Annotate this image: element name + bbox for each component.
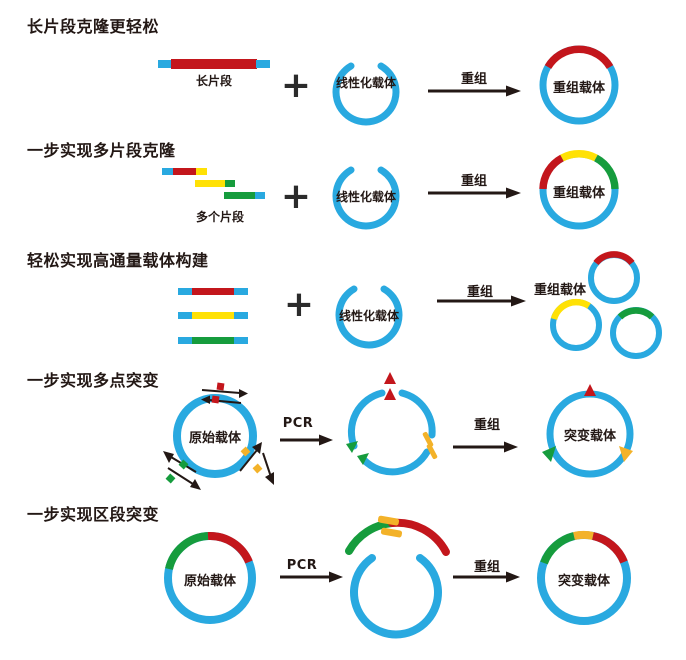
section-title-long-fragment: 长片段克隆更轻松 [27, 17, 160, 36]
arrowhead-icon [506, 571, 520, 583]
linearized-vector-label: 线性化载体 [335, 76, 396, 90]
insert-yellow-arc [560, 149, 598, 162]
original-vector-icon [164, 531, 256, 624]
mutation-marker-orange [619, 446, 633, 462]
linearized-vector-label: 线性化载体 [338, 309, 399, 323]
arrowhead-icon [504, 441, 518, 453]
fragment-bar-red [162, 168, 207, 175]
recombinant-vector-green-icon [610, 307, 662, 359]
arrowhead-icon [319, 434, 333, 446]
primer-pair-green [163, 451, 201, 490]
fragment-label: 长片段 [195, 74, 232, 88]
mutation-overlap-orange [377, 515, 400, 526]
row5-shapes [164, 515, 631, 639]
row2-shapes [332, 149, 619, 230]
arrowhead-icon [265, 472, 274, 485]
plus-sign: + [283, 284, 315, 325]
insert-red-arc [593, 251, 635, 266]
primer-pair-orange [239, 442, 274, 485]
insert-green-arc [594, 154, 619, 190]
section-title-region-mutation: 一步实现区段突变 [27, 505, 160, 524]
recombinant-vector-label: 重组载体 [552, 81, 605, 96]
fragment-bar-yellow [195, 180, 235, 187]
opened-vector-arc [350, 554, 442, 639]
region-red-arc [388, 518, 450, 556]
recombination-label: 重组 [473, 560, 500, 575]
plus-sign: + [280, 176, 312, 217]
row1-shapes [332, 45, 619, 126]
mutation-marker-orange [422, 431, 434, 448]
mutation-marker-red [584, 384, 596, 396]
mutation-overlap-orange [380, 527, 403, 538]
row3-shapes [335, 251, 662, 359]
arrowhead-icon [239, 389, 248, 398]
mutation-site-orange [240, 446, 251, 457]
arrowhead-icon [329, 571, 343, 583]
recombinant-vector-label: 重组载体 [533, 283, 586, 298]
pcr-fragments-icon [345, 515, 450, 639]
region-red-arc [591, 532, 628, 564]
region-green-arc [345, 519, 396, 555]
section-title-high-throughput: 轻松实现高通量载体构建 [27, 251, 209, 270]
insert-red-arc [539, 154, 564, 190]
arrowhead-icon [163, 451, 174, 463]
arrowhead-icon [252, 442, 262, 454]
original-vector-label: 原始载体 [183, 574, 236, 589]
insert-yellow-arc [550, 298, 591, 321]
arrowhead-icon [506, 187, 521, 199]
region-orange-arc [573, 530, 594, 540]
insert-green-arc [617, 307, 655, 320]
mutation-marker-green [346, 441, 358, 453]
mutation-marker-green [542, 446, 556, 462]
region-red-arc [207, 531, 253, 564]
arrowhead-icon [506, 85, 521, 97]
primer-pair-red [201, 382, 248, 404]
mutation-site-red [211, 395, 220, 404]
arrowhead-icon [511, 295, 526, 307]
section-title-multi-fragment: 一步实现多片段克隆 [27, 141, 176, 160]
region-green-arc [540, 532, 576, 565]
fragment-bar-green [178, 337, 248, 344]
mutation-site-green [165, 473, 176, 484]
linearized-vector-icon [332, 62, 400, 126]
mutant-vector-label: 突变载体 [563, 429, 616, 444]
fragment-bar-yellow [178, 312, 248, 319]
insert-red-arc [544, 45, 614, 70]
mutation-marker-orange [426, 443, 438, 460]
fragment-bar-red [178, 288, 248, 295]
section-title-multi-point-mutation: 一步实现多点突变 [27, 371, 160, 390]
fragment-bar-green [224, 192, 265, 199]
pcr-fragments-icon [346, 372, 438, 476]
fragment-label: 多个片段 [195, 210, 244, 224]
mutation-marker-green [357, 453, 369, 465]
mutation-marker-red [384, 372, 396, 384]
linearized-vector-icon [332, 166, 400, 230]
recombinant-vector-label: 重组载体 [552, 186, 605, 201]
mutation-marker-red [384, 388, 396, 400]
recombination-label: 重组 [473, 418, 500, 433]
arrowhead-icon [201, 395, 210, 404]
mutant-vector-label: 突变载体 [557, 574, 610, 589]
mutation-site-red [216, 382, 225, 391]
region-green-arc [165, 532, 209, 571]
pcr-label: PCR [282, 416, 314, 431]
recombination-label: 重组 [460, 72, 487, 87]
recombination-label: 重组 [460, 174, 487, 189]
long-fragment-bar [158, 59, 270, 69]
arrowhead-icon [190, 479, 201, 490]
linearized-vector-icon [335, 285, 403, 349]
linearized-vector-label: 线性化载体 [335, 190, 396, 204]
mutant-vector-icon [542, 384, 634, 478]
mutation-site-green [178, 459, 189, 470]
mutation-site-orange [252, 463, 263, 474]
original-vector-label: 原始载体 [188, 431, 241, 446]
recombination-label: 重组 [466, 285, 493, 300]
plus-sign: + [280, 65, 312, 106]
mutant-vector-icon [537, 530, 631, 625]
row4-shapes [163, 372, 634, 490]
pcr-label: PCR [286, 558, 318, 573]
